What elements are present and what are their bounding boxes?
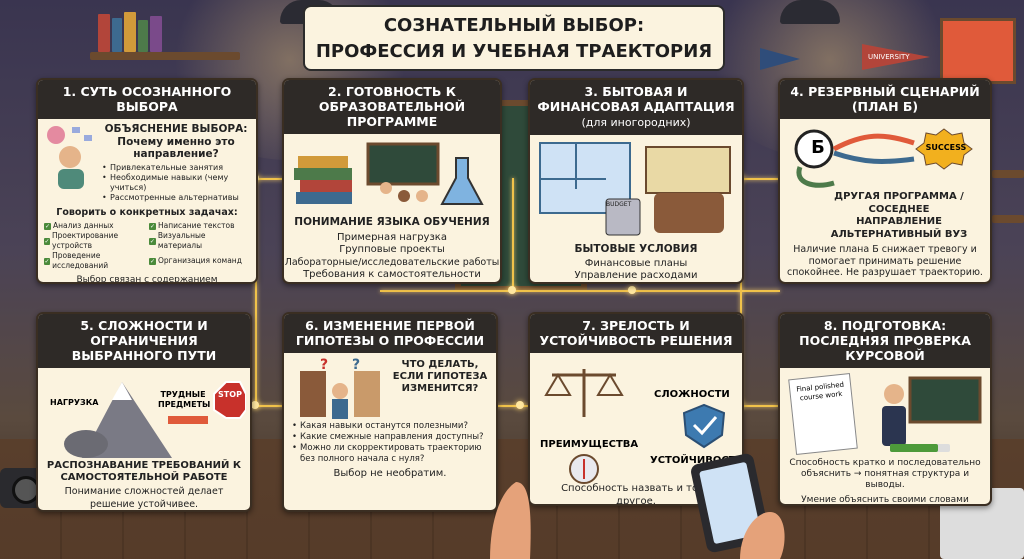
page-title: СОЗНАТЕЛЬНЫЙ ВЫБОР: ПРОФЕССИЯ И УЧЕБНАЯ … (303, 5, 725, 71)
connector-line (740, 178, 780, 180)
task-item: ✓Анализ данных (44, 221, 114, 230)
coursework-paper: Final polished course work (788, 372, 858, 456)
connector-line (512, 178, 514, 290)
success-badge: SUCCESS (925, 143, 967, 152)
card-header: 8. ПОДГОТОВКА: ПОСЛЕДНЯЯ ПРОВЕРКА КУРСОВ… (780, 314, 990, 368)
bookshelf (992, 215, 1024, 223)
svg-text:?: ? (320, 357, 328, 373)
card-4-plan-b: 4. РЕЗЕРВНЫЙ СЦЕНАРИЙ (ПЛАН Б) Б SUCCESS… (778, 78, 992, 284)
card-2-readiness: 2. ГОТОВНОСТЬ К ОБРАЗОВАТЕЛЬНОЙ ПРОГРАММ… (282, 78, 502, 284)
hands-tablet-icon (490, 453, 785, 559)
card-subtitle: РАСПОЗНАВАНИЕ ТРЕБОВАНИЙ К САМОСТОЯТЕЛЬН… (46, 460, 242, 483)
thinking-person-icon (47, 126, 92, 189)
list-item: Необходимые навыки (чему учиться) (102, 173, 250, 193)
advantages-label: ПРЕИМУЩЕСТВА (540, 439, 639, 450)
book (98, 14, 110, 52)
difficulties-label: СЛОЖНОСТИ (654, 389, 730, 400)
list-item: Лабораторные/исследовательские работы (284, 256, 500, 268)
hypothesis-question: ЧТО ДЕЛАТЬ, ЕСЛИ ГИПОТЕЗА ИЗМЕНИТСЯ? (392, 359, 488, 394)
svg-text:?: ? (352, 357, 360, 373)
list-item: Управление расходами (574, 270, 698, 281)
card-text: Понимание сложностей делает решение усто… (64, 486, 224, 510)
list-item: Финансовые планы (584, 257, 688, 269)
card-subtitle: ДРУГАЯ ПРОГРАММА / СОСЕДНЕЕ НАПРАВЛЕНИЕ … (830, 191, 968, 240)
card-header: 2. ГОТОВНОСТЬ К ОБРАЗОВАТЕЛЬНОЙ ПРОГРАММ… (284, 80, 500, 134)
card-header: 3. БЫТОВАЯ И ФИНАНСОВАЯ АДАПТАЦИЯ (для и… (530, 80, 742, 135)
card-6-hypothesis: 6. ИЗМЕНЕНИЕ ПЕРВОЙ ГИПОТЕЗЫ О ПРОФЕССИИ… (282, 312, 498, 512)
book (124, 12, 136, 52)
progress-bar (890, 444, 950, 452)
tasks-title: Говорить о конкретных задачах: (56, 206, 238, 218)
list-item: Требования к самостоятельности (303, 269, 481, 280)
book (138, 20, 148, 52)
card-1-conscious-choice: 1. СУТЬ ОСОЗНАННОГО ВЫБОРА ОБЪЯСНЕНИЕ ВЫ… (36, 78, 258, 284)
balance-scale-icon (544, 369, 726, 484)
ceiling-lamp (780, 0, 840, 24)
plan-b-letter: Б (811, 137, 825, 158)
list-item: Примерная нагрузка (337, 231, 447, 243)
book (150, 16, 162, 52)
card-3-adaptation: 3. БЫТОВАЯ И ФИНАНСОВАЯ АДАПТАЦИЯ (для и… (528, 78, 744, 284)
list-item: Какая навыки останутся полезными? (292, 421, 488, 432)
bookshelf (90, 52, 240, 60)
book (112, 18, 122, 52)
connector-line (255, 405, 285, 407)
load-label: НАГРУЗКА (50, 398, 99, 407)
card-5-difficulties: 5. СЛОЖНОСТИ И ОГРАНИЧЕНИЯ ВЫБРАННОГО ПУ… (36, 312, 252, 512)
header-note: (для иногородних) (581, 116, 691, 129)
list-item: Можно ли скорректировать траекторию без … (292, 443, 488, 465)
presenter-icon (882, 376, 982, 446)
card-footer-text: Выбор не необратим. (333, 468, 447, 479)
title-line-2: ПРОФЕССИЯ И УЧЕБНАЯ ТРАЕКТОРИЯ (315, 41, 713, 62)
books-classroom-icon (294, 142, 484, 205)
list-item: Рассмотренные альтернативы (102, 193, 250, 203)
connector-line (740, 405, 780, 407)
card-subtitle: ПОНИМАНИЕ ЯЗЫКА ОБУЧЕНИЯ (294, 216, 490, 228)
connector-node (628, 286, 636, 294)
card-subtitle: БЫТОВЫЕ УСЛОВИЯ (574, 243, 698, 255)
card-text: Наличие плана Б снижает тревогу и помога… (787, 244, 983, 278)
connector-line (495, 405, 530, 407)
card-header: 4. РЕЗЕРВНЫЙ СЦЕНАРИЙ (ПЛАН Б) (780, 80, 990, 119)
connector-line (740, 178, 742, 408)
subjects-label: ТРУДНЫЕ ПРЕДМЕТЫ (158, 390, 211, 409)
card-text: Способность назвать и то, и другое. (561, 483, 711, 506)
task-item: ✓Проектирование устройств (44, 231, 119, 250)
card-header: 5. СЛОЖНОСТИ И ОГРАНИЧЕНИЯ ВЫБРАННОГО ПУ… (38, 314, 250, 368)
card-header: 1. СУТЬ ОСОЗНАННОГО ВЫБОРА (38, 80, 256, 119)
plan-b-paths-icon (794, 128, 973, 188)
task-item: ✓Визуальные материалы (149, 231, 206, 250)
task-item: ✓Проведение исследований (44, 251, 109, 270)
card-text: Умение объяснить своими словами важнее з… (801, 495, 969, 505)
task-item: ✓Написание текстов (149, 221, 235, 230)
stability-label: УСТОЙЧИВОСТЬ (650, 455, 744, 466)
mountain-obstacles-icon (64, 381, 246, 458)
task-item: ✓Организация команд (149, 256, 242, 265)
budget-label: BUDGET (606, 201, 632, 208)
card-text: Способность кратко и последовательно объ… (789, 458, 981, 490)
card-footer-text: Выбор связан с содержанием деятельности,… (76, 275, 218, 284)
wall-poster (940, 18, 1016, 84)
list-item: Какие смежные направления доступны? (292, 432, 488, 443)
card-header: 7. ЗРЕЛОСТЬ И УСТОЙЧИВОСТЬ РЕШЕНИЯ (530, 314, 742, 353)
card-header: 6. ИЗМЕНЕНИЕ ПЕРВОЙ ГИПОТЕЗЫ О ПРОФЕССИИ (284, 314, 496, 353)
choice-question: ОБЪЯСНЕНИЕ ВЫБОРА: Почему именно это нап… (104, 123, 248, 160)
connector-line (255, 178, 285, 180)
list-item: Групповые проекты (339, 244, 445, 255)
apartment-plan-icon (539, 142, 731, 236)
connector-node (508, 286, 516, 294)
list-item: Привлекательные занятия (102, 163, 250, 173)
stop-sign: STOP (218, 390, 242, 399)
doors-choice-icon: ? ? (300, 357, 380, 419)
connector-line (255, 178, 257, 408)
connector-node (251, 401, 259, 409)
connector-node (516, 401, 524, 409)
connector-line (380, 290, 780, 292)
card-8-coursework: 8. ПОДГОТОВКА: ПОСЛЕДНЯЯ ПРОВЕРКА КУРСОВ… (778, 312, 992, 506)
title-line-1: СОЗНАТЕЛЬНЫЙ ВЫБОР: (383, 15, 645, 36)
bookshelf (992, 170, 1024, 178)
